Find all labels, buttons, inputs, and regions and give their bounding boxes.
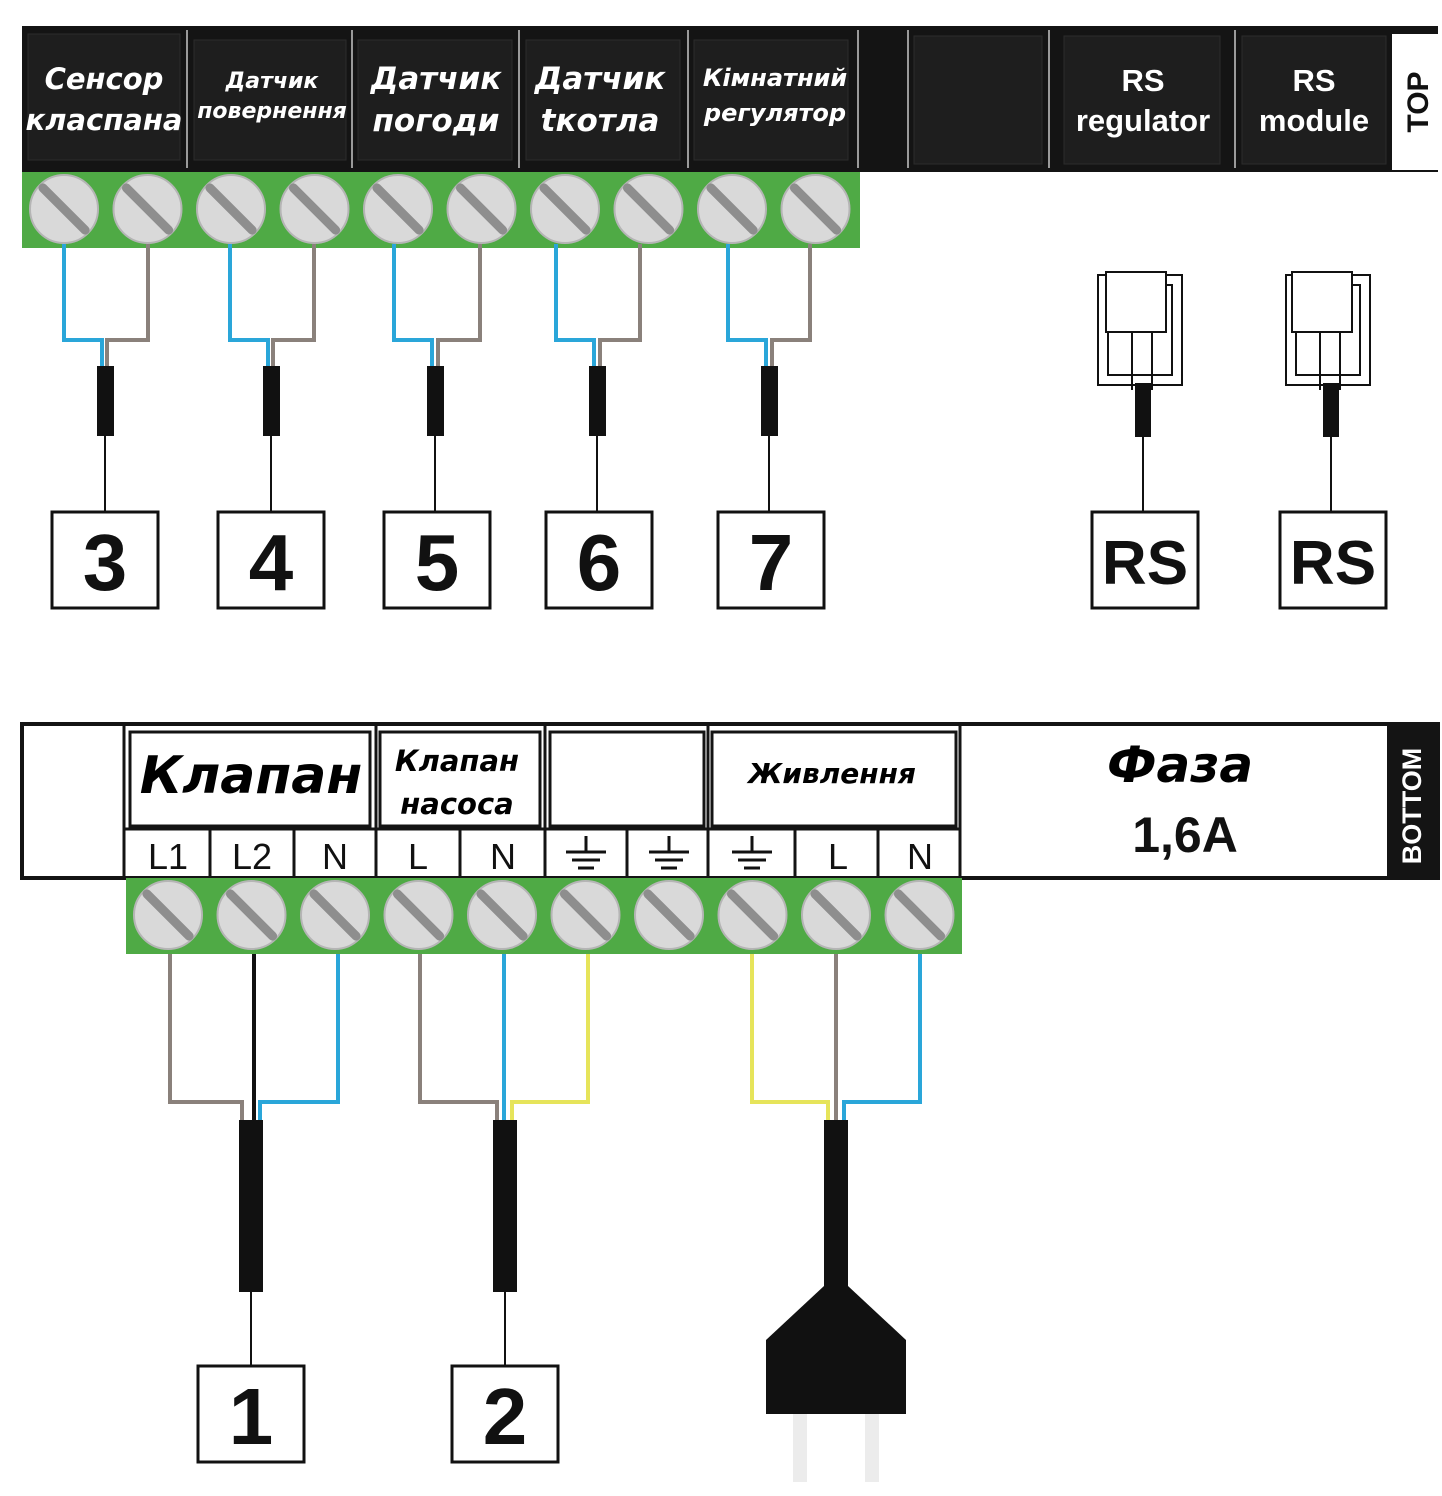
top-terminal-strip: [22, 172, 860, 248]
top-panel-dividers: [186, 30, 1236, 168]
screw-terminal-icon: [613, 174, 684, 244]
rs-number: RS: [1102, 529, 1188, 598]
terminal-label: N: [322, 836, 348, 877]
screw-terminal-icon: [29, 174, 99, 244]
terminal-label: L1: [148, 836, 188, 877]
sensor-label-line2: повернення: [197, 99, 347, 124]
screw-terminal-icon: [133, 880, 203, 950]
bottom-output-cables: [239, 1120, 848, 1366]
screw-terminal-icon: [550, 880, 621, 950]
bottom-side-label: BOTTOM: [1397, 748, 1427, 865]
cable-sheath: [493, 1120, 517, 1292]
cable-sheath: [263, 366, 280, 436]
earth-icon: [732, 836, 772, 870]
screw-terminal-icon: [467, 880, 537, 950]
group-label-klapan: Клапан: [140, 746, 363, 806]
screw-terminal-icon: [780, 174, 851, 244]
top-screws: [29, 174, 851, 244]
sensor-label-line1: Кімнатний: [703, 64, 848, 92]
sensor-label-line2: регулятор: [703, 99, 846, 127]
bottom-terminal-strip: [126, 878, 962, 954]
group-label-klapan-nasosa-line1: Клапан: [395, 744, 519, 778]
earth-icon: [566, 836, 606, 870]
sensor-number: 7: [749, 518, 794, 607]
rs-label-line1: RS: [1292, 63, 1335, 98]
screw-terminal-icon: [300, 880, 370, 950]
screw-terminal-icon: [279, 174, 350, 244]
terminal-label: L2: [232, 836, 272, 877]
fuse-rating: 1,6A: [1132, 807, 1238, 863]
top-panel-cells: [27, 33, 1387, 165]
sensor-label-line2: tкотла: [541, 103, 660, 139]
phase-label: Фаза: [1107, 736, 1253, 794]
cable-sheath: [761, 366, 778, 436]
screw-terminal-icon: [717, 880, 788, 950]
rs-plug: [1097, 271, 1183, 512]
cable-sheath: [589, 366, 606, 436]
screw-terminal-icon: [196, 174, 266, 244]
group-label-zhyvlennia: Живлення: [746, 757, 916, 790]
bottom-connector-block: BOTTOM Клапан Клапан насоса Живлення: [20, 722, 1440, 880]
sensor-label-line1: Датчик: [534, 61, 666, 97]
rs-plug: [1285, 271, 1371, 512]
bottom-side-tab: [1387, 726, 1436, 876]
output-number: 1: [229, 1372, 274, 1461]
rs-number: RS: [1290, 529, 1376, 598]
rs-label-line2: module: [1259, 103, 1369, 138]
cable-sheath: [239, 1120, 263, 1292]
top-side-tab: [1392, 34, 1438, 170]
screw-terminal-icon: [363, 174, 433, 244]
screw-terminal-icon: [383, 880, 454, 950]
cable-sheath: [824, 1120, 848, 1290]
terminal-label: L: [828, 836, 848, 877]
sensor-label-line1: Датчик: [225, 69, 320, 94]
screw-terminal-icon: [697, 174, 767, 244]
cable-sheath: [427, 366, 444, 436]
terminal-label: N: [907, 836, 933, 877]
sensor-number-boxes: [50, 510, 1388, 610]
top-connector-block: TOP Сенсор клaспана Датчик повернення Да…: [22, 26, 1438, 172]
top-sensor-wires: [62, 244, 812, 368]
rs-label-line2: regulator: [1076, 103, 1210, 138]
earth-icon: [649, 836, 689, 870]
screw-terminal-icon: [634, 880, 704, 950]
power-plug-icon: [766, 1286, 906, 1482]
cable-sheath: [97, 366, 114, 436]
output-number-boxes: [196, 1364, 560, 1464]
rs-label-line1: RS: [1121, 63, 1164, 98]
sensor-label-line2: клaспана: [26, 103, 183, 137]
group-label-klapan-nasosa-line2: насоса: [400, 787, 513, 821]
output-number: 2: [483, 1372, 528, 1461]
screw-terminal-icon: [216, 880, 287, 950]
bottom-panel-grid: [122, 726, 962, 876]
sensor-number: 4: [249, 518, 294, 607]
screw-terminal-icon: [884, 880, 955, 950]
sensor-number: 6: [577, 518, 622, 607]
terminal-label: L: [408, 836, 428, 877]
screw-terminal-icon: [446, 174, 517, 244]
sensor-label-line2: погоди: [373, 103, 500, 139]
bottom-screws: [133, 880, 955, 950]
sensor-number: 5: [415, 518, 460, 607]
sensor-label-line1: Сенсор: [45, 62, 164, 96]
bottom-output-wires: [168, 954, 922, 1122]
screw-terminal-icon: [801, 880, 871, 950]
sensor-number: 3: [83, 518, 128, 607]
terminal-label: N: [490, 836, 516, 877]
screw-terminal-icon: [530, 174, 600, 244]
screw-terminal-icon: [112, 174, 183, 244]
top-side-label: TOP: [1402, 71, 1435, 132]
top-sensor-cables: [97, 366, 778, 512]
sensor-label-line1: Датчик: [370, 61, 502, 97]
